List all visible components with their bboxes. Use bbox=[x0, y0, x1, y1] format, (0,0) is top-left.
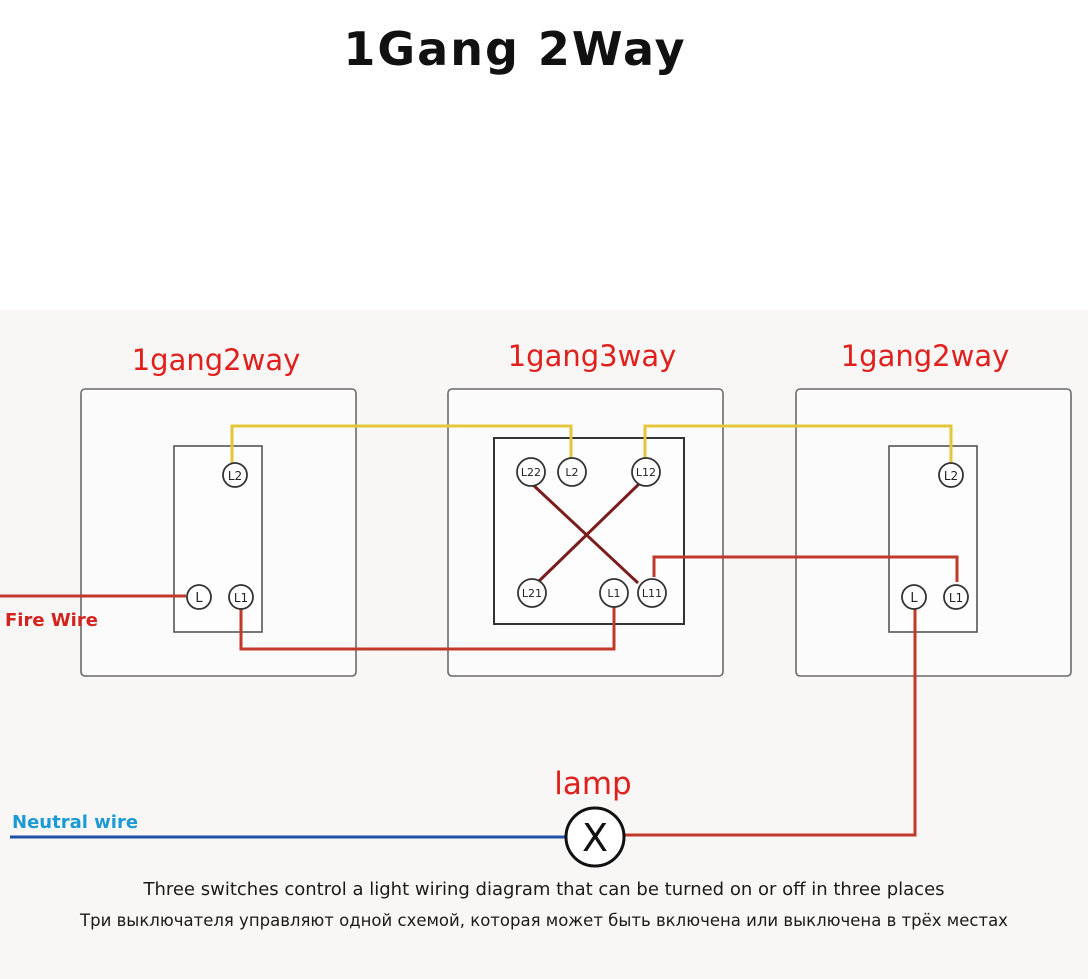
lamp-label: lamp bbox=[554, 766, 632, 802]
right-terminal-l2-label: L2 bbox=[944, 469, 958, 483]
middle-terminal-l22-label: L22 bbox=[521, 466, 541, 479]
middle-terminal-l12-label: L12 bbox=[636, 466, 656, 479]
caption-english: Three switches control a light wiring di… bbox=[143, 879, 945, 900]
right-terminal-l-label: L bbox=[910, 591, 918, 606]
middle-terminal-l21: L21 bbox=[517, 578, 547, 608]
left-terminal-l1-label: L1 bbox=[234, 591, 248, 605]
cross-wire-1 bbox=[529, 481, 640, 585]
page-title: 1Gang 2Way bbox=[343, 22, 687, 76]
left-terminal-l-label: L bbox=[195, 591, 203, 606]
yellow-wire-left bbox=[230, 424, 573, 463]
left-terminal-l1: L1 bbox=[228, 584, 254, 610]
right-terminal-l2: L2 bbox=[938, 462, 964, 488]
lamp-icon: X bbox=[564, 806, 626, 868]
middle-terminal-l11: L11 bbox=[637, 578, 667, 608]
left-terminal-l: L bbox=[186, 584, 212, 610]
middle-terminal-l22: L22 bbox=[516, 457, 546, 487]
middle-terminal-l11-label: L11 bbox=[642, 587, 662, 600]
neutral-wire-label: Neutral wire bbox=[12, 812, 138, 833]
middle-terminal-l1-label: L1 bbox=[607, 587, 620, 600]
cross-wire-2 bbox=[535, 481, 642, 585]
yellow-wire-right bbox=[643, 424, 953, 463]
caption-russian: Три выключателя управляют одной схемой, … bbox=[80, 911, 1008, 930]
right-terminal-l1-label: L1 bbox=[949, 591, 963, 605]
middle-terminal-l2-label: L2 bbox=[565, 466, 578, 479]
left-terminal-l2-label: L2 bbox=[228, 469, 242, 483]
right-terminal-l1: L1 bbox=[943, 584, 969, 610]
red-wire-middle-to-right bbox=[652, 555, 959, 582]
middle-terminal-l1: L1 bbox=[599, 578, 629, 608]
middle-switch-label: 1gang3way bbox=[508, 339, 677, 373]
right-switch-label: 1gang2way bbox=[841, 339, 1010, 373]
right-terminal-l: L bbox=[901, 584, 927, 610]
middle-terminal-l12: L12 bbox=[631, 457, 661, 487]
middle-terminal-l21-label: L21 bbox=[522, 587, 542, 600]
red-wire-right-to-lamp bbox=[625, 609, 917, 837]
red-wire-left-to-middle bbox=[239, 607, 616, 651]
fire-wire-label: Fire Wire bbox=[5, 610, 98, 631]
top-area bbox=[0, 0, 1088, 310]
left-switch-label: 1gang2way bbox=[132, 343, 301, 377]
lamp-symbol: X bbox=[582, 816, 608, 860]
left-terminal-l2: L2 bbox=[222, 462, 248, 488]
middle-terminal-l2: L2 bbox=[557, 457, 587, 487]
